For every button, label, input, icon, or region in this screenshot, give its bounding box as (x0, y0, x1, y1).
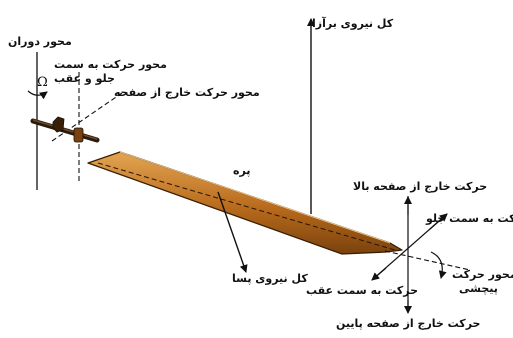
blade-label: پره (233, 164, 251, 177)
out-of-plane-up-label: حرکت خارج از صفحه بالا (353, 180, 488, 193)
rotation-axis-label: محور دوران (8, 35, 72, 48)
fore-aft-axis-label-line1: محور حرکت به سمت (54, 58, 167, 71)
drag-label: کل نیروی پسا (232, 272, 308, 285)
hub-shaft (30, 118, 100, 143)
lift-label: کل نیروی برآزا (312, 17, 394, 30)
torsion-arrow (430, 251, 447, 279)
torsion-axis-label-line2: پیچشی (459, 282, 498, 295)
hinge-bolt-1 (52, 116, 65, 133)
blade-center-line (97, 162, 396, 251)
torsion-axis-label-line1: محور حرکت (452, 268, 513, 281)
out-of-plane-down-label: حرکت خارج از صفحه پایین (336, 317, 481, 330)
backward-motion-label: حرکت به سمت عقب (306, 284, 419, 297)
flap-hinge-axis-line (51, 92, 123, 142)
drag-arrow (217, 191, 248, 273)
torsion-axis (384, 250, 471, 271)
hinge-bolt-2 (73, 127, 84, 143)
fore-aft-axis-label-line2: جلو و عقب (54, 72, 115, 85)
flap-hinge-axis-label: محور حرکت خارج از صفحه (114, 86, 260, 99)
omega-symbol: Ω (37, 75, 48, 90)
forward-motion-label: حرکت به سمت جلو (426, 212, 513, 225)
rotation-arrow (27, 90, 48, 100)
